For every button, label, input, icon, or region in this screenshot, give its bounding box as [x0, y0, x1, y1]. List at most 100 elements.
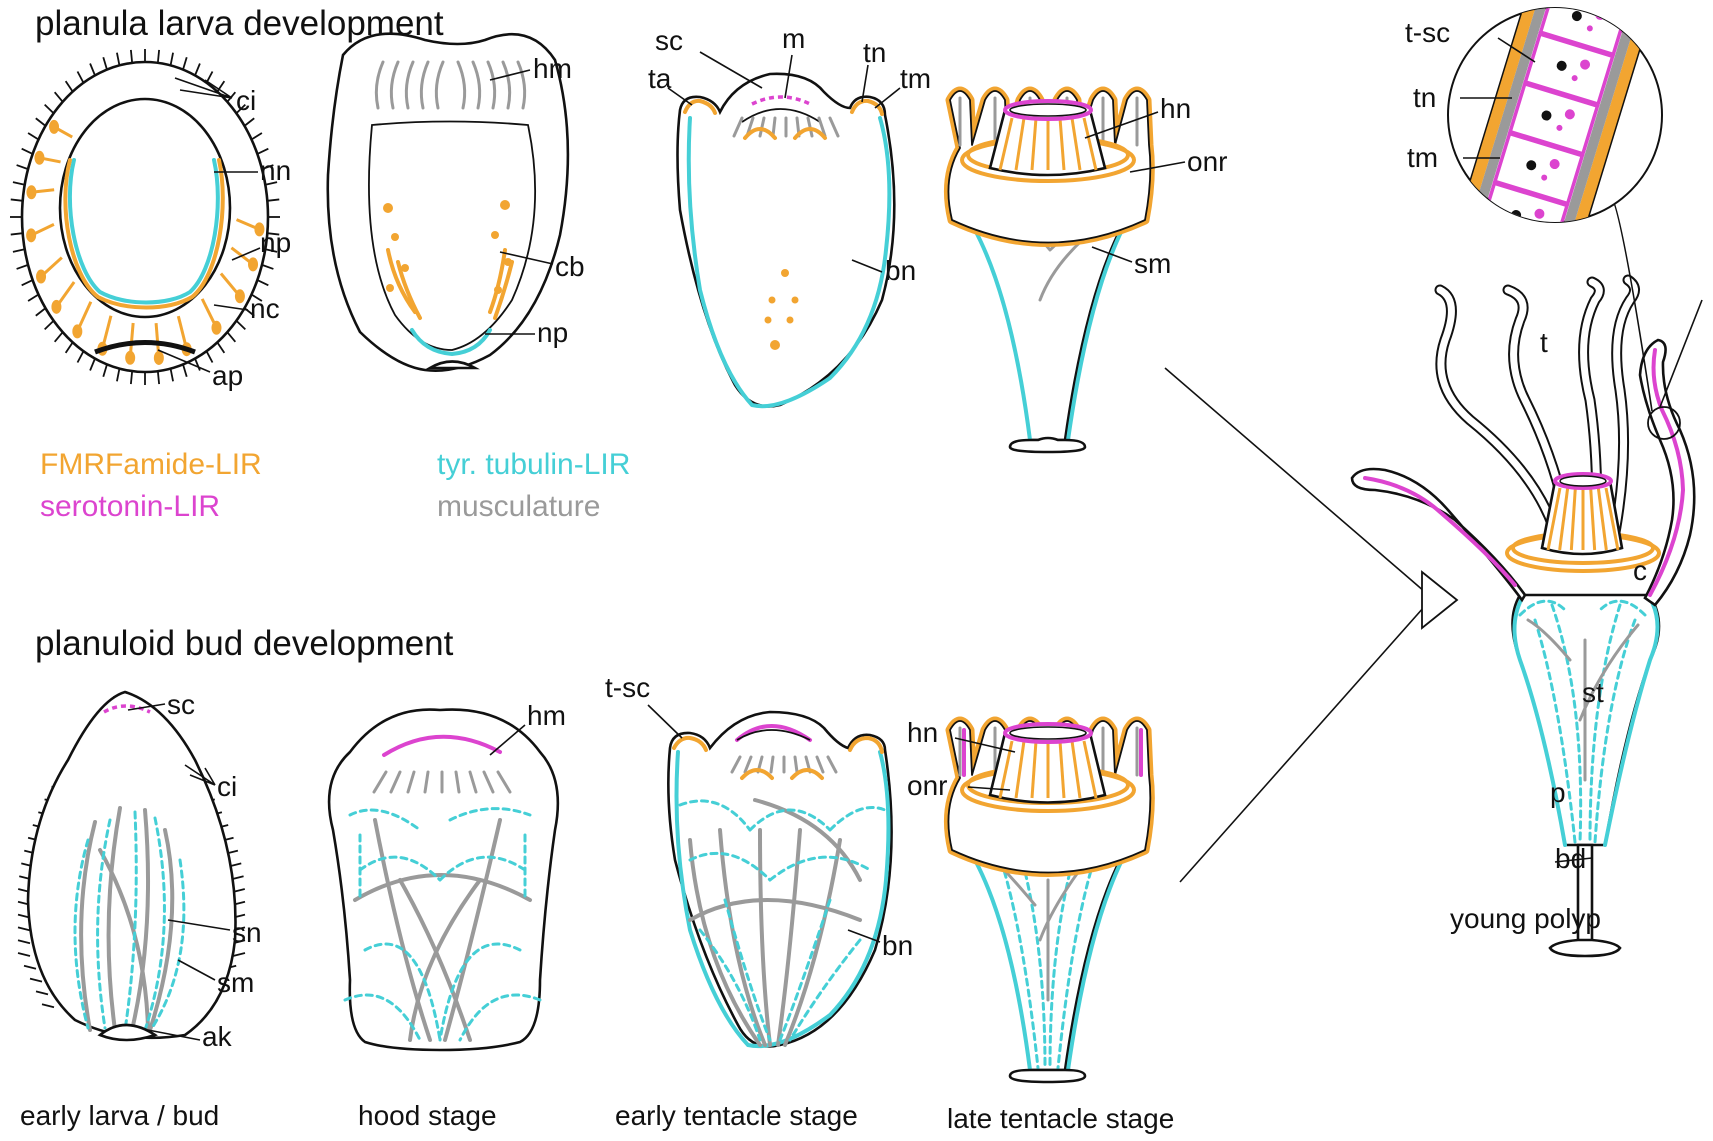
muscle-fiber	[771, 116, 777, 138]
cilium	[23, 964, 37, 970]
leader-sm2	[177, 959, 216, 981]
muscle-fiber	[423, 770, 430, 794]
bud-mouth	[736, 729, 811, 741]
cilium	[29, 977, 43, 983]
cilium	[116, 52, 121, 66]
tentacle-muscle-left	[1464, 8, 1557, 222]
muscle-fiber	[79, 820, 97, 1032]
nerve-strand	[698, 928, 762, 1042]
caption-early-tentacle: early tentacle stage	[615, 1100, 858, 1131]
label-c: c	[1633, 555, 1647, 586]
muscle-fiber	[1526, 618, 1572, 662]
fmr-cells	[764, 269, 799, 350]
leader-bd	[1554, 857, 1593, 863]
cilium	[76, 350, 85, 363]
tentacle-muscle-right	[1550, 8, 1643, 222]
sensory-cells	[103, 704, 151, 714]
label-nn: nn	[260, 155, 291, 186]
basal-disc	[1008, 436, 1087, 454]
leader-np	[231, 247, 261, 261]
leader-hn	[1084, 111, 1159, 139]
hood-nerve-net	[343, 807, 542, 1042]
larva-late-tentacle-stage: hn onr sm	[943, 86, 1227, 454]
label-t-sc: t-sc	[605, 672, 650, 703]
bud-basal-disc	[1008, 1068, 1087, 1084]
cilium	[27, 132, 39, 141]
muscle-fiber	[454, 770, 461, 794]
cilium	[116, 368, 121, 382]
muscle-fiber	[486, 60, 497, 110]
cilium	[194, 358, 201, 371]
label-ta: ta	[648, 63, 672, 94]
cilium	[35, 307, 47, 317]
tentacle-cell	[1538, 8, 1631, 57]
hypostome-fiber	[1596, 487, 1608, 551]
label-hm: hm	[533, 53, 572, 84]
muscle-fiber	[374, 60, 385, 110]
cilium	[35, 990, 49, 996]
muscle-fiber	[389, 60, 400, 110]
cilium	[256, 147, 269, 155]
legend: FMRFamide-LIR serotonin-LIR tyr. tubulin…	[40, 448, 630, 523]
thin-tentacle	[1436, 286, 1564, 554]
hypostome-fiber	[1070, 740, 1082, 799]
hood-np-tubulin	[410, 328, 492, 357]
cilium	[16, 264, 29, 270]
cilium	[169, 52, 174, 66]
cilium	[35, 117, 47, 127]
muscle-fiber	[373, 818, 432, 1042]
cilium	[194, 63, 201, 76]
cell-nucleus	[1571, 11, 1582, 22]
serotonin-granule	[1525, 224, 1532, 231]
label-bn-2: bn	[882, 930, 913, 961]
muscle-fiber	[443, 818, 502, 1042]
tentacle-cell	[1523, 31, 1615, 107]
leader-ci2	[184, 764, 216, 786]
leader-hm	[489, 69, 531, 81]
nerve-strand	[143, 816, 166, 1032]
thin-tentacle	[1608, 276, 1638, 552]
label-tn: tn	[863, 37, 886, 68]
basal-nerve	[686, 116, 892, 409]
nerve-cell	[36, 269, 47, 284]
label-sm-2: sm	[217, 967, 254, 998]
nerve-strand	[1593, 618, 1637, 844]
cilium	[156, 371, 161, 385]
bud-late-tentacle-stage: hn onr	[907, 716, 1155, 1084]
muscle-fiber	[398, 878, 472, 1042]
cilium	[102, 56, 108, 70]
cilium	[64, 341, 74, 354]
cilium	[251, 293, 263, 302]
legend-fmrfamide: FMRFamide-LIR	[40, 448, 262, 481]
cilium	[12, 181, 25, 186]
label-sm: sm	[1134, 248, 1171, 279]
anlage-2	[793, 127, 827, 140]
apical-pole	[94, 340, 196, 355]
cilium	[235, 320, 246, 331]
cilium	[16, 164, 29, 170]
bud-anlage-left	[672, 735, 708, 752]
hypostome-fiber	[1082, 740, 1098, 799]
apical-knob	[97, 1023, 158, 1042]
leader-sm	[1091, 246, 1133, 263]
cilium	[17, 939, 31, 945]
hood-musculature	[374, 60, 527, 110]
label-hm-2: hm	[527, 700, 566, 731]
cilium	[156, 49, 161, 63]
leader-sn	[167, 919, 231, 931]
hypostome-fiber	[1014, 117, 1026, 171]
nerve-cell	[234, 289, 245, 304]
leader-ap	[157, 349, 211, 373]
polyp-basal-disc	[1548, 938, 1622, 958]
polyp-mouth	[1559, 475, 1607, 487]
cilium	[12, 248, 25, 253]
nerve-cell	[26, 185, 37, 200]
nerve-strand	[988, 828, 1040, 1070]
cilium	[89, 358, 96, 371]
bud-early-stage: sc ci sn sm ak	[17, 689, 262, 1052]
hood-apical	[425, 360, 480, 370]
muscle-fiber	[793, 755, 799, 774]
muscle-fiber	[148, 828, 175, 1032]
cilium	[267, 198, 280, 202]
nerve-strand	[778, 898, 832, 1042]
